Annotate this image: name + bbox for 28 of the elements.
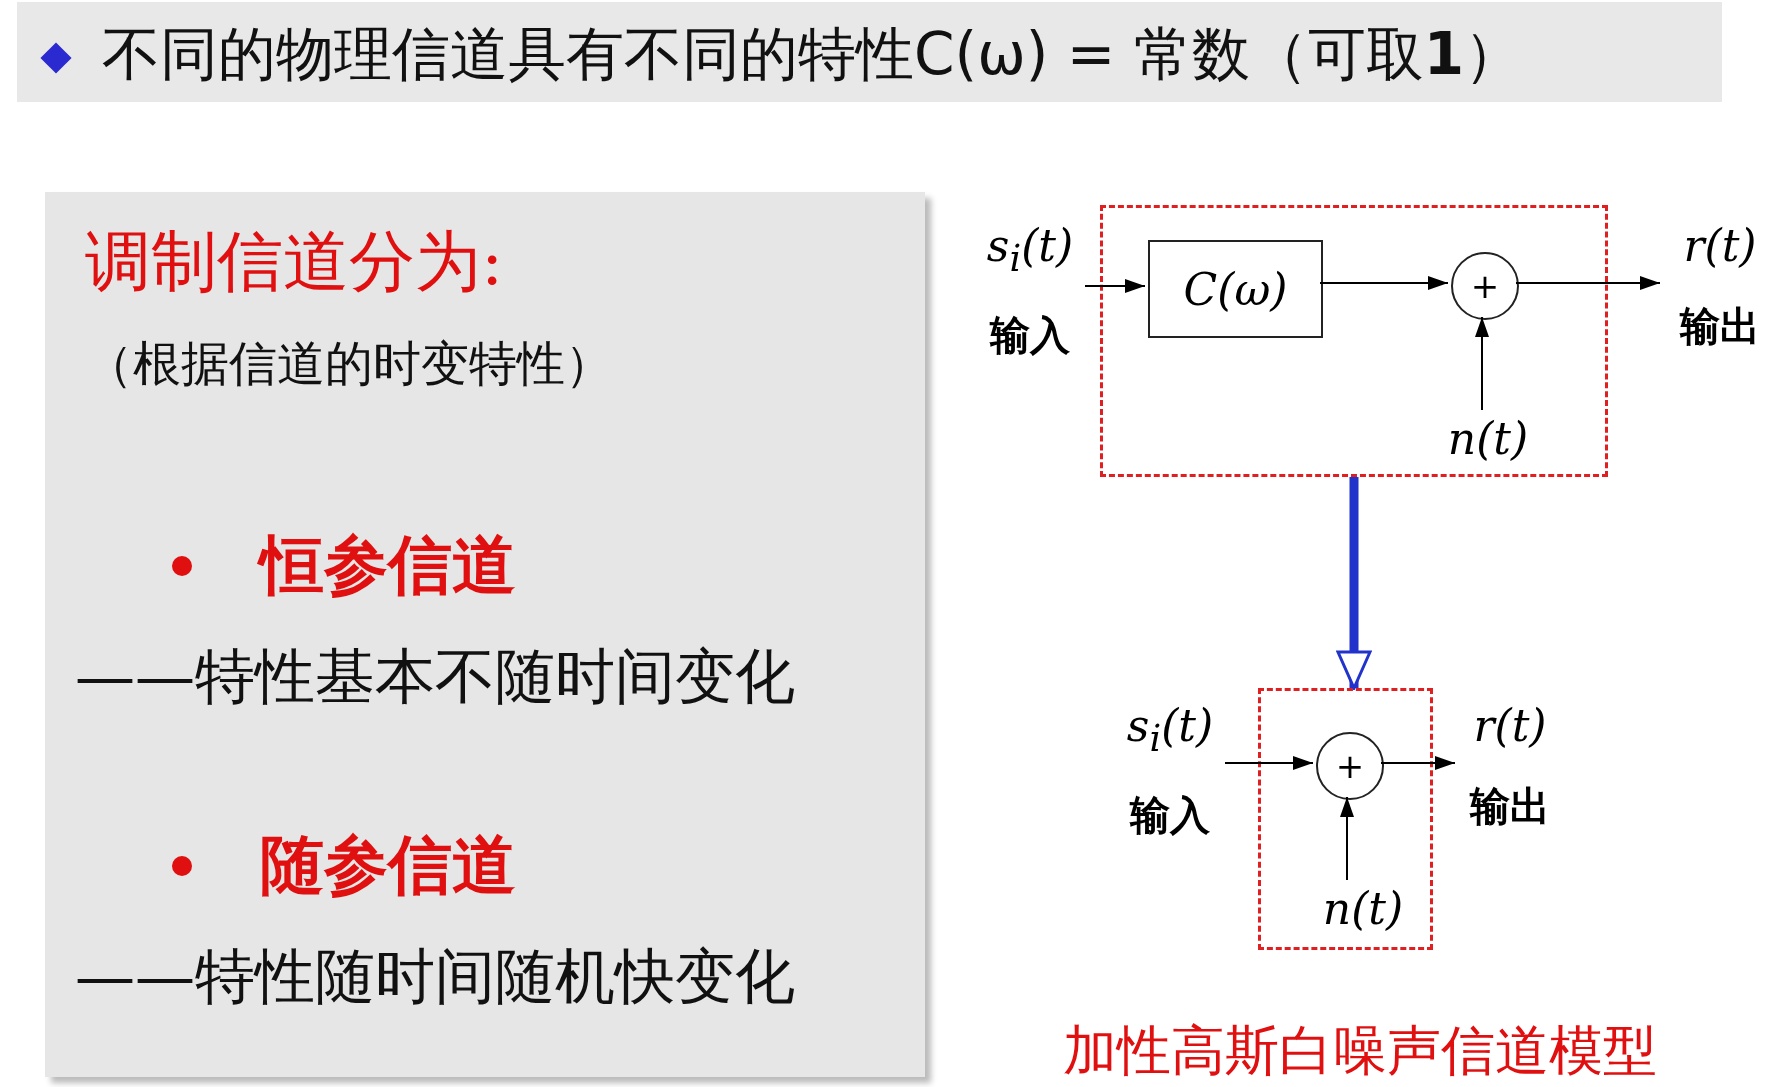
dashed-channel-box bbox=[1258, 688, 1433, 950]
arrow bbox=[1224, 756, 1314, 770]
panel-subheading: （根据信道的时变特性） bbox=[85, 334, 613, 393]
signal-symbol: r(t) bbox=[1682, 220, 1758, 271]
signal-symbol: n(t) bbox=[1446, 413, 1530, 464]
signal-symbol: n(t) bbox=[1321, 883, 1405, 934]
signal-symbol: r(t) bbox=[1472, 700, 1548, 751]
hollow-arrow bbox=[1336, 477, 1372, 690]
item-description: ——特性基本不随时间变化 bbox=[75, 640, 795, 713]
plus-sign: + bbox=[1335, 746, 1365, 786]
plus-sign: + bbox=[1470, 266, 1500, 306]
block-label: C(ω) bbox=[1183, 263, 1288, 315]
slide-title: 不同的物理信道具有不同的特性C(ω) = 常数（可取1） bbox=[102, 19, 1523, 90]
arrow bbox=[1319, 276, 1449, 290]
signal-caption: 输出 bbox=[1468, 781, 1551, 831]
panel-heading: 调制信道分为: bbox=[85, 222, 504, 302]
signal-symbol: s$_{i}$(t) bbox=[1125, 700, 1215, 760]
dashed-channel-box bbox=[1100, 205, 1608, 477]
text-panel bbox=[45, 192, 925, 1077]
signal-symbol: s$_{i}$(t) bbox=[985, 220, 1075, 280]
signal-caption: 输入 bbox=[988, 309, 1071, 360]
signal-caption: 输入 bbox=[1128, 789, 1211, 840]
list-item: 随参信道 bbox=[260, 826, 516, 904]
channel-block bbox=[1148, 240, 1323, 338]
item-description: ——特性随时间随机快变化 bbox=[75, 940, 795, 1013]
figure-caption: 加性高斯白噪声信道模型 bbox=[1062, 1018, 1658, 1084]
signal-caption: 输出 bbox=[1678, 301, 1761, 351]
arrow bbox=[1084, 279, 1146, 293]
